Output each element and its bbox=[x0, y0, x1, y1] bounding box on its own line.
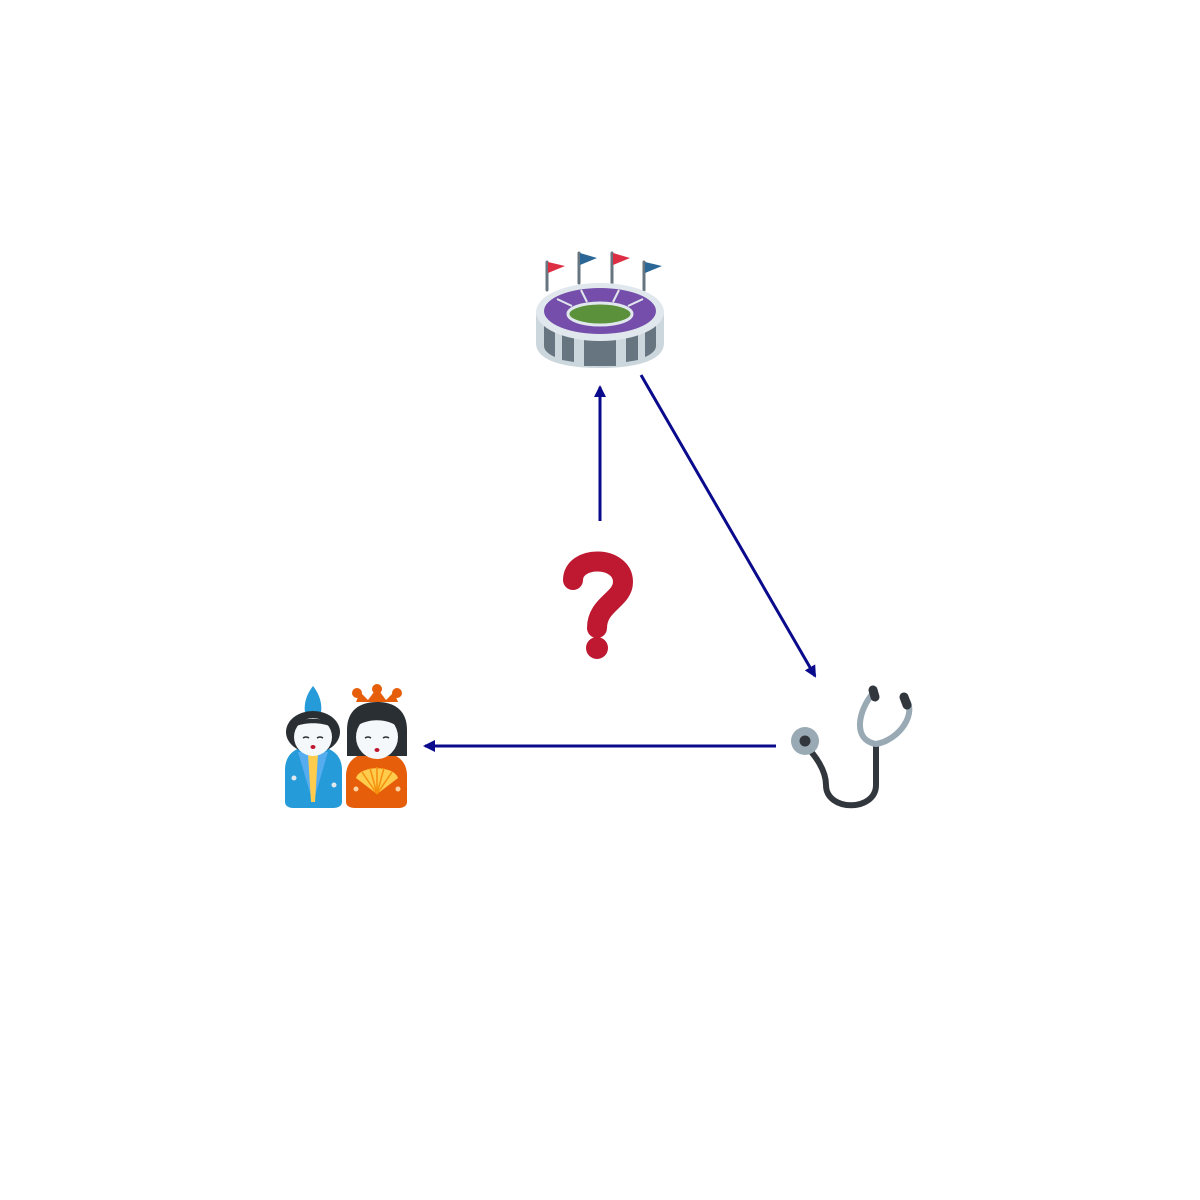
japanese-dolls-icon bbox=[285, 684, 407, 808]
stadium-icon bbox=[536, 251, 664, 368]
stethoscope-icon bbox=[791, 685, 913, 809]
arrows bbox=[423, 374, 817, 752]
question-mark-icon bbox=[563, 551, 633, 659]
arrow-stadium-to-stethoscope bbox=[639, 374, 817, 678]
